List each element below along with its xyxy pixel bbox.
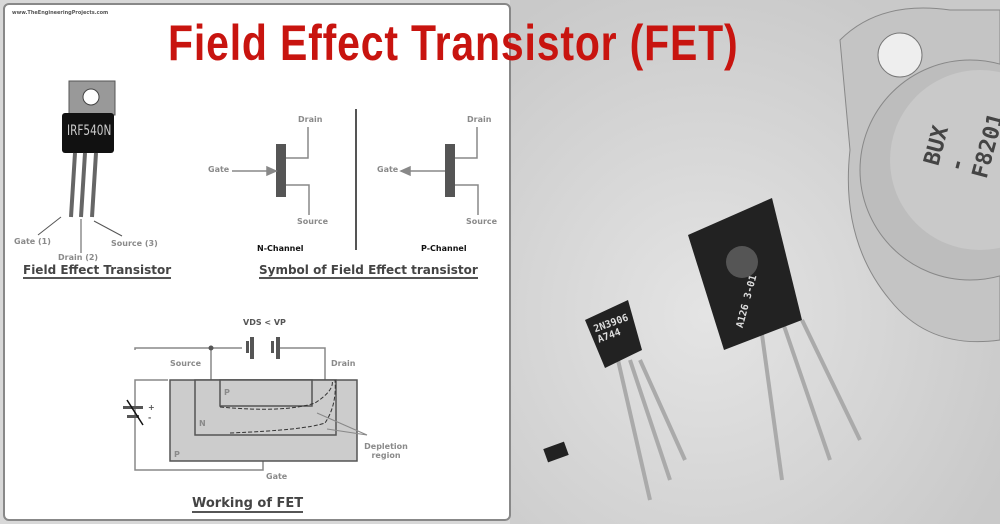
pin-drain-label: Drain (2) [58, 253, 99, 262]
symbol-caption: Symbol of Field Effect transistor [259, 263, 478, 279]
working-caption: Working of FET [192, 496, 304, 513]
pin-gate-label: Gate (1) [14, 237, 51, 246]
vds-label: VDS < VP [243, 318, 286, 327]
p-region-top: P [224, 388, 230, 397]
n-drain-label: Drain [298, 115, 323, 124]
source-label: Source [170, 359, 202, 368]
p-gate-label: Gate [377, 165, 399, 174]
depletion-label: Depletion region [364, 442, 408, 460]
n-region: N [199, 419, 206, 428]
battery-minus: - [148, 413, 152, 422]
drain-label: Drain [331, 359, 356, 368]
battery-plus: + [148, 403, 155, 412]
part-number: IRF540N [67, 123, 112, 139]
p-region-bottom: P [174, 450, 180, 459]
p-source-label: Source [466, 217, 498, 226]
transistors-illustration [543, 7, 1000, 501]
watermark: www.TheEngineeringProjects.com [12, 10, 109, 16]
gate-label: Gate [266, 472, 288, 481]
package-body [62, 113, 114, 153]
main-title: Field Effect Transistor (FET) [168, 15, 739, 71]
n-source-label: Source [297, 217, 329, 226]
p-channel-label: P-Channel [421, 244, 467, 253]
p-drain-label: Drain [467, 115, 492, 124]
package-caption: Field Effect Transistor [23, 263, 172, 279]
diagram-drawings [37, 80, 479, 471]
n-channel-label: N-Channel [257, 244, 304, 253]
diagram-panel: www.TheEngineeringProjects.com IRF540N G… [3, 3, 511, 521]
pin-source-label: Source (3) [111, 239, 158, 248]
n-gate-label: Gate [208, 165, 230, 174]
